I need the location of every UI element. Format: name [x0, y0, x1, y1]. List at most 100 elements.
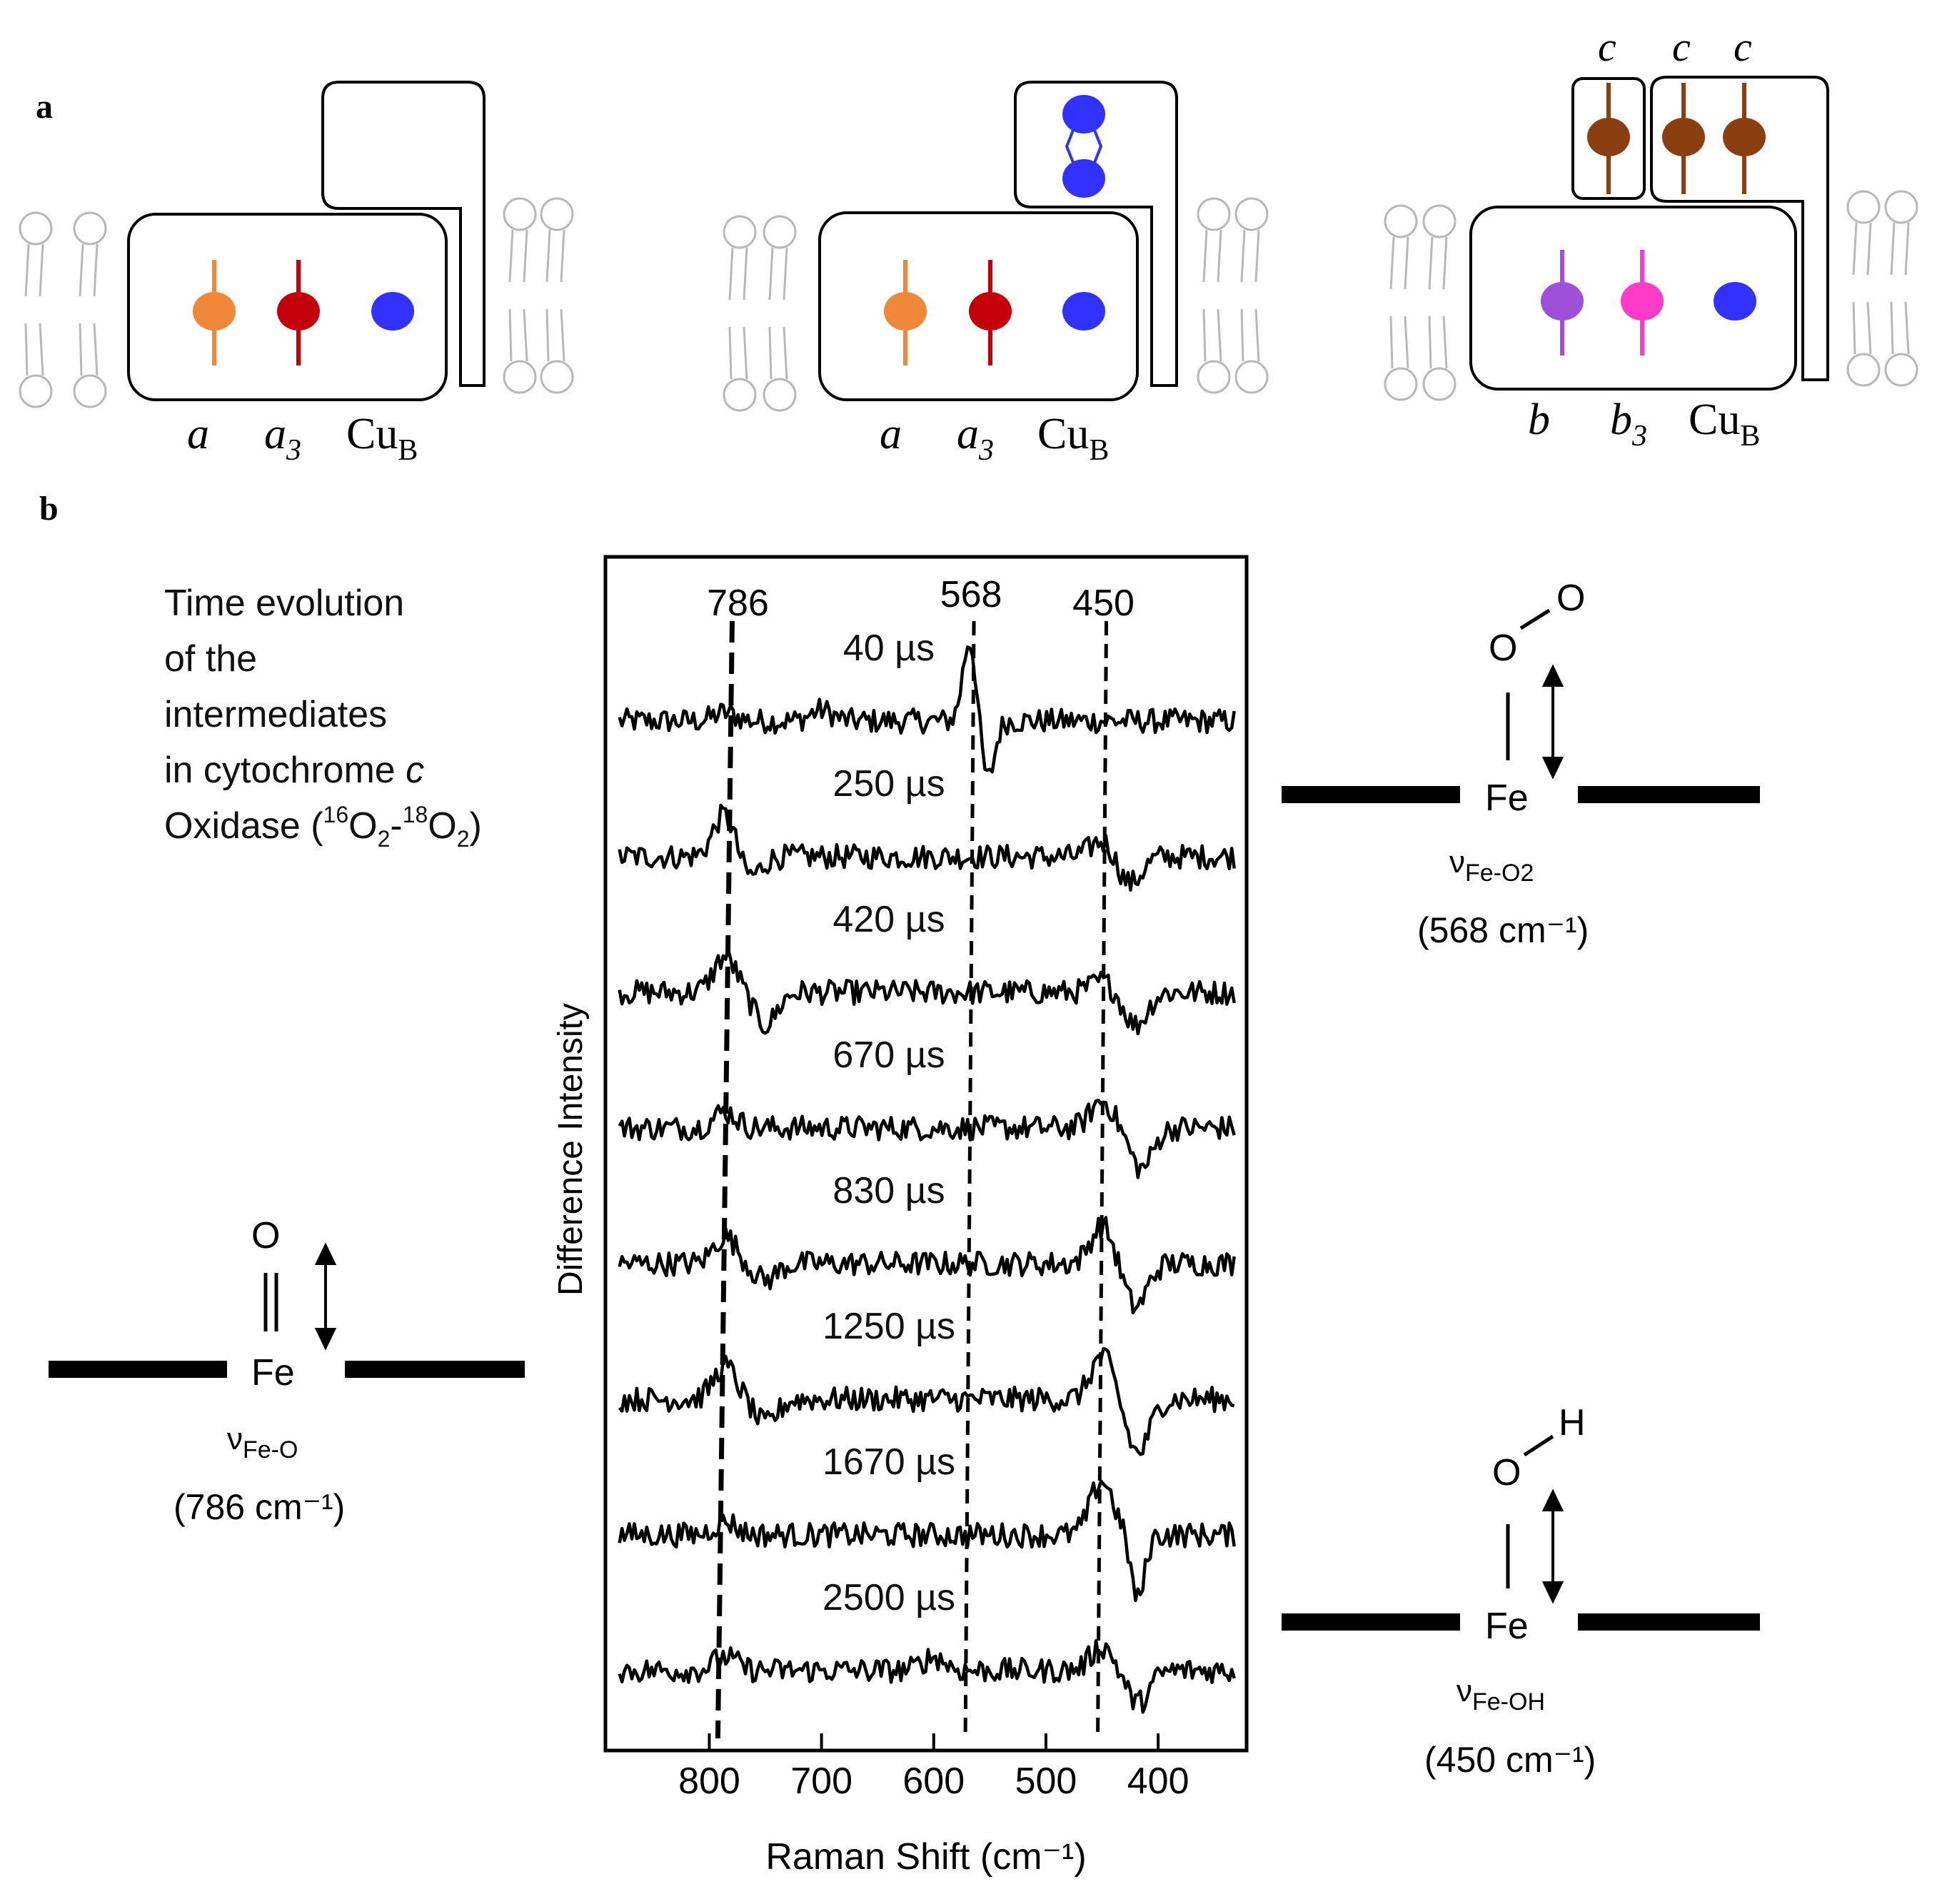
trace-670-µs	[618, 1098, 1236, 1179]
complex-3-cytc-box-2	[1650, 76, 1829, 381]
freq-label: (450 cm⁻¹)	[1424, 1740, 1596, 1780]
trace-2500-µs	[618, 1638, 1236, 1714]
h-atom: H	[1559, 1402, 1586, 1444]
cub-label: CuB	[1037, 410, 1109, 467]
cub-label: CuB	[1689, 396, 1760, 453]
x-tick-label: 500	[1015, 1761, 1077, 1802]
heme-high-spin-icon	[277, 260, 320, 366]
complex-2	[818, 81, 1178, 401]
species-fe-oh: Fe O H νFe-OH (450 cm⁻¹)	[1282, 1402, 1760, 1780]
complex-2-cupola	[1014, 81, 1178, 387]
lipid-molecule	[19, 211, 53, 408]
lipid-molecule	[723, 215, 757, 412]
heme-a-label: a	[880, 410, 902, 458]
trace-label: 830 µs	[832, 1170, 945, 1212]
o-atom-1: O	[1489, 628, 1517, 669]
trace-label: 1250 µs	[822, 1306, 955, 1347]
trace-label: 250 µs	[832, 763, 945, 805]
vibration-arrow-icon	[1541, 664, 1564, 780]
fe-label: Fe	[251, 1352, 295, 1394]
copper-icon	[371, 292, 414, 331]
caption-line-5: Oxidase (16O2-18O2)	[164, 802, 482, 852]
trace-420-µs	[618, 947, 1236, 1036]
heme-a3-label: a3	[264, 410, 301, 467]
trace-830-µs	[618, 1216, 1236, 1315]
nu-label: νFe-O2	[1449, 845, 1534, 887]
lipid-molecule	[1384, 204, 1418, 401]
x-tick-label: 600	[902, 1761, 965, 1802]
complex-1-body	[127, 213, 448, 401]
heme-high-spin-icon	[1621, 250, 1664, 356]
lipid-molecule	[1884, 190, 1918, 387]
trace-250-µs	[618, 803, 1236, 892]
cyt-c-label-1: c	[1598, 24, 1616, 70]
marker-label-786: 786	[707, 583, 769, 624]
x-tick-label: 700	[790, 1761, 852, 1802]
lipid-molecule	[1846, 190, 1881, 387]
x-tick-label: 400	[1127, 1761, 1189, 1802]
complex-3-cytc-box-1	[1571, 77, 1646, 200]
lipid-bilayers	[19, 190, 1918, 412]
caption-line-1: Time evolution	[164, 583, 404, 624]
cyt-c-label-2: c	[1672, 24, 1691, 70]
heme-low-spin-icon	[1541, 250, 1584, 356]
heme-b3-label: b3	[1610, 396, 1647, 453]
panel-b-label: b	[39, 490, 59, 528]
marker-label-568: 568	[940, 574, 1002, 615]
cytochrome-c-heme-icon	[1723, 83, 1766, 194]
copper-icon	[1062, 292, 1105, 331]
chart-xlabel: Raman Shift (cm⁻¹)	[765, 1836, 1086, 1878]
o-o-bond	[1519, 608, 1551, 630]
heme-high-spin-icon	[969, 260, 1012, 366]
o-atom: O	[251, 1215, 280, 1256]
fe-label: Fe	[1485, 1606, 1529, 1647]
marker-line-786	[715, 620, 735, 1739]
vibration-arrow-icon	[314, 1242, 337, 1351]
complex-1	[127, 81, 486, 401]
heme-a3-label: a3	[957, 410, 994, 467]
heme-low-spin-icon	[193, 260, 236, 366]
trace-1250-µs	[618, 1346, 1235, 1456]
complex-3	[1469, 76, 1829, 391]
trace-1670-µs	[618, 1479, 1236, 1603]
cyt-c-label-3: c	[1734, 24, 1752, 70]
nu-label: νFe-O	[227, 1421, 298, 1464]
copper-icon	[1714, 282, 1756, 321]
complex-2-body	[818, 211, 1139, 401]
heme-low-spin-icon	[884, 260, 927, 366]
lipid-molecule	[763, 215, 797, 412]
lipid-molecule	[503, 197, 537, 394]
trace-label: 2500 µs	[822, 1577, 955, 1618]
heme-a-label: a	[187, 410, 209, 458]
lipid-molecule	[1234, 197, 1269, 394]
cofactors	[193, 83, 1766, 366]
marker-label-450: 450	[1072, 583, 1134, 624]
chart-x-axis: 800 700 600 500 400	[678, 1733, 1189, 1802]
vibration-arrow-icon	[1541, 1489, 1564, 1604]
figure-caption: Time evolution of the intermediates in c…	[164, 583, 482, 852]
lipid-molecule	[1197, 197, 1231, 394]
caption-line-3: intermediates	[164, 694, 387, 735]
complex-3-labels: b b3 CuB c c c	[1528, 24, 1760, 453]
freq-label: (568 cm⁻¹)	[1417, 910, 1589, 950]
chart-frame	[603, 555, 1249, 1753]
trace-40-µs	[618, 645, 1236, 774]
x-tick-label: 800	[678, 1761, 740, 1802]
trace-label: 1670 µs	[822, 1441, 955, 1483]
trace-label: 40 µs	[843, 628, 935, 669]
species-fe-o: Fe O νFe-O (786 cm⁻¹)	[49, 1215, 525, 1527]
marker-line-568	[963, 620, 976, 1739]
complex-3-body	[1469, 206, 1797, 391]
cytochrome-c-heme-icon	[1587, 83, 1630, 194]
marker-line-450	[1096, 620, 1109, 1739]
panel-a-label: a	[36, 88, 53, 126]
complex-1-labels: a a3 CuB	[187, 410, 418, 467]
chart-ylabel: Difference Intensity	[552, 1003, 590, 1296]
freq-label: (786 cm⁻¹)	[173, 1487, 345, 1527]
fe-label: Fe	[1485, 777, 1529, 819]
chart-marker-lines: 786 568 450	[707, 574, 1134, 1739]
heme-b-label: b	[1528, 396, 1550, 444]
